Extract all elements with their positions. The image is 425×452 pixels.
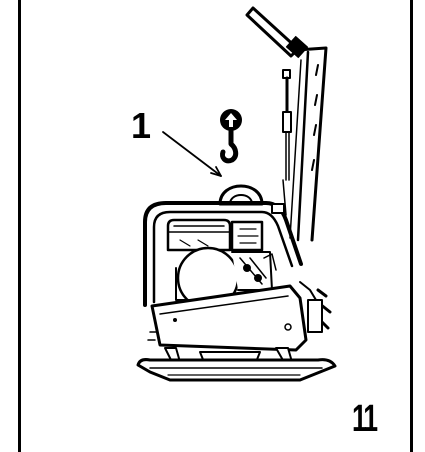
callout-label-1: 1 [131,105,152,146]
left-frame-border [18,0,21,452]
guide-handle [245,6,328,242]
base-plate [136,358,337,382]
figure-number: 11 [352,398,378,440]
throttle-lever [282,69,292,216]
lifting-hook-icon [220,109,242,164]
right-frame-border [410,0,413,452]
callout-leader-line [162,131,222,177]
exciter-housing [147,281,332,352]
protective-frame [143,201,303,307]
